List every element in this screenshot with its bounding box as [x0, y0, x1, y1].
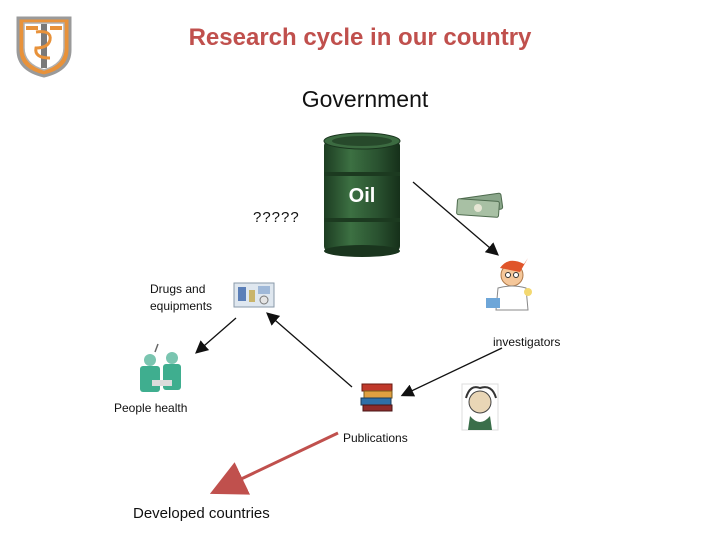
publications-label: Publications	[343, 431, 408, 445]
developed-countries-label: Developed countries	[133, 505, 270, 522]
scientist-icon	[461, 383, 499, 431]
barrel-label: Oil	[349, 185, 376, 207]
people-health-icon	[140, 343, 181, 392]
slide-title: Research cycle in our country	[188, 24, 532, 51]
investigators-label: investigators	[493, 335, 561, 349]
arrow-publications-to-developed	[209, 431, 339, 495]
arrow-oil-to-investigators	[412, 181, 499, 256]
arrow-publications-to-drugs	[266, 312, 353, 388]
drugs-label: Drugs and equipments	[150, 282, 213, 313]
government-label: Government	[301, 86, 429, 112]
publications-icon	[360, 383, 393, 412]
arrow-drugs-to-people	[195, 317, 237, 354]
investigator-icon	[486, 258, 532, 311]
money-icon	[456, 192, 504, 218]
oil-barrel-icon: Oil	[323, 132, 401, 257]
drugs-equipment-icon	[233, 282, 275, 308]
arrow-investigators-to-publications	[400, 347, 503, 397]
unknown-label: ?????	[253, 209, 300, 226]
people-health-label: People health	[114, 401, 188, 415]
